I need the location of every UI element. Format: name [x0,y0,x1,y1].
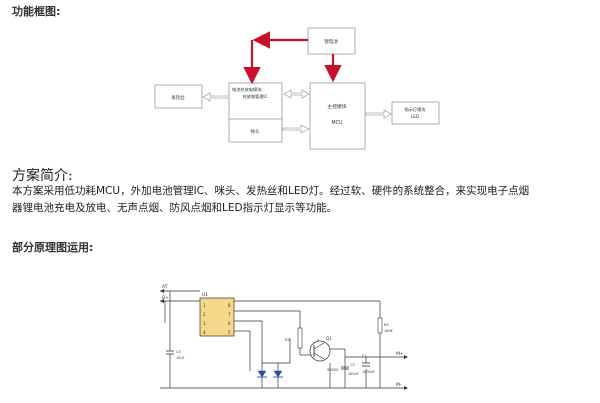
led-box: 指示灯模块 LED [391,101,440,125]
label-m-minus: M- [396,382,402,388]
ic-ref: U1 [202,292,208,298]
resistor-r2: R2 [285,327,303,349]
red-arrows [243,31,342,85]
c3-label: C3 [176,350,181,354]
output-arrows [404,355,408,390]
ic-pin-2: 2 [203,312,206,317]
capacitor-c3: C3 10uF [166,350,184,363]
ic-u1: U1 1 2 3 4 8 7 6 5 [199,292,235,337]
ic-pin-6: 6 [228,321,231,326]
intro-paragraph: 本方案采用低功耗MCU，外加电池管理IC、咪头、发热丝和LED灯。经过软、硬件的… [12,183,597,217]
c3-value: 10uF [176,356,184,360]
heater-box-label: 发热丝 [171,94,185,101]
led-box-label: LED [411,114,419,119]
mic-box-label: 咪头 [251,128,260,135]
input-arrows [160,289,164,303]
mcu-box-title: 主控模块 [327,103,346,110]
r1-value: 100K [384,329,393,333]
mcu-box: 主控模块 MCU [309,82,366,150]
schematic-heading: 部分原理图运用: [12,241,94,254]
mcu-box-label: MCU [332,120,343,126]
resistor-r1: R1 100K [377,317,393,334]
c1-value: 1000uF [362,370,375,374]
block-diagram: 锂电池 电池充放电模块: 充放电管理IC 发热丝 主控模块 MCU 咪头 指示灯… [154,27,440,150]
label-at: AT [162,284,168,290]
q1-part: S8050 [327,368,339,372]
ic-pin-3: 3 [203,321,206,326]
charge-module-title: 电池充放电模块: [232,86,263,93]
ic-pin-7: 7 [228,312,231,317]
led-box-title: 指示灯模块 [405,106,427,113]
led-diodes [257,370,283,378]
block-diagram-heading: 功能框图: [12,5,61,18]
ic-pin-1: 1 [203,303,206,308]
ic-pin-8: 8 [228,303,231,308]
label-b-plus: B+ [162,295,169,301]
r2-label: R2 [285,337,291,342]
charge-module-ic: 充放电管理IC [242,93,267,100]
label-m-plus: M+ [396,351,404,357]
hollow-arrows [202,89,392,134]
schematic-diagram: U1 1 2 3 4 8 7 6 5 R2 Q1 S8050 C2 100nF … [160,284,408,390]
ic-pin-5: 5 [228,330,231,335]
ic-pin-4: 4 [203,330,206,335]
mic-box: 咪头 [228,118,283,143]
q1-label: Q1 [326,336,332,341]
charge-module-box: 电池充放电模块: 充放电管理IC [228,82,283,122]
c2-value: 100nF [348,372,359,376]
capacitor-c2: C2 100nF [341,363,359,376]
heater-box: 发热丝 [154,84,203,109]
c1-label: C1 [362,354,367,358]
battery-box: 锂电池 [307,27,356,55]
intro-line-1: 本方案采用低功耗MCU，外加电池管理IC、咪头、发热丝和LED灯。经过软、硬件的… [12,185,530,197]
intro-heading: 方案简介: [12,168,73,184]
battery-box-label: 锂电池 [324,38,338,45]
r1-label: R1 [384,322,390,327]
c2-label: C2 [350,363,355,367]
capacitor-c1: C1 1000uF [362,354,375,374]
transistor-q1: Q1 S8050 [309,336,339,372]
intro-line-2: 器锂电池充电及放电、无声点烟、防风点烟和LED指示灯显示等功能。 [12,202,338,214]
